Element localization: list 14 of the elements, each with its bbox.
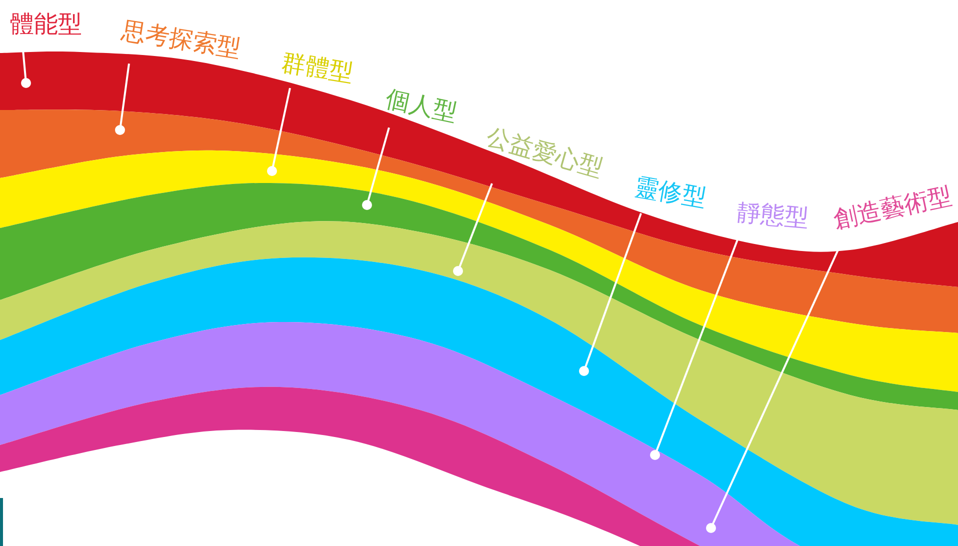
leader-line: [267, 88, 291, 176]
category-label: 靜態型: [736, 198, 810, 232]
category-label: 思考探索型: [120, 16, 243, 63]
leader-line: [579, 212, 642, 376]
category-label: 個人型: [383, 84, 460, 127]
category-label: 創造藝術型: [831, 181, 954, 234]
leader-line: [453, 183, 493, 276]
leader-line: [115, 63, 130, 135]
category-label: 靈修型: [632, 172, 708, 212]
leader-line: [362, 127, 390, 210]
category-label: 體能型: [10, 10, 82, 38]
category-label: 公益愛心型: [483, 122, 606, 183]
category-label: 群體型: [280, 48, 356, 88]
rainbow-band: [0, 257, 958, 546]
